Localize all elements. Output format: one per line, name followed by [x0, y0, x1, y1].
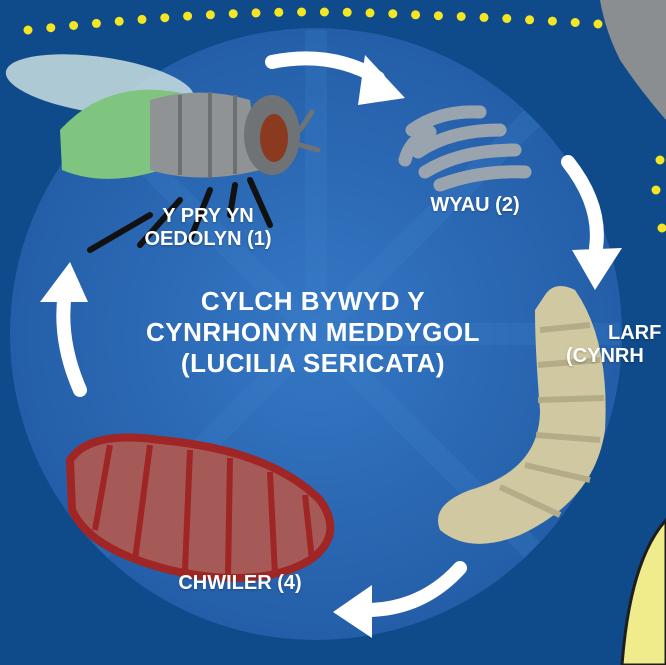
trail-dot: [457, 12, 466, 21]
trail-dot: [594, 20, 603, 29]
trail-dot: [388, 9, 397, 18]
trail-dot: [411, 10, 420, 19]
trail-dot: [571, 18, 580, 27]
trail-dot: [92, 19, 101, 28]
trail-dot: [366, 8, 375, 17]
trail-dot: [525, 15, 534, 24]
trail-dot: [548, 17, 557, 26]
stage-label-larva: LARF (CYNRH: [566, 322, 666, 368]
stage-label-adult-line1: Y PRY YN: [118, 205, 298, 228]
trail-dot: [229, 9, 238, 18]
trail-dot: [115, 17, 124, 26]
stage-label-adult: Y PRY YN OEDOLYN (1): [118, 205, 298, 251]
diagram-title-line2: CYNRHONYN MEDDYGOL: [88, 317, 538, 348]
trail-dot: [652, 186, 661, 195]
trail-dot: [658, 224, 666, 233]
stage-label-eggs: WYAU (2): [405, 194, 545, 217]
right-background-shape: [600, 0, 666, 120]
stage-label-adult-line2: OEDOLYN (1): [118, 228, 298, 251]
trail-dot: [206, 10, 215, 19]
trail-dot: [343, 8, 352, 17]
right-yellow-shape: [622, 520, 666, 665]
trail-dot: [252, 8, 261, 17]
stage-label-larva-line2: (CYNRH: [566, 345, 666, 368]
diagram-title-line3: (LUCILIA SERICATA): [88, 348, 538, 379]
trail-dot: [183, 12, 192, 21]
diagram-title-line1: CYLCH BYWYD Y: [88, 286, 538, 317]
trail-dot: [434, 11, 443, 20]
diagram-title: CYLCH BYWYD Y CYNRHONYN MEDDYGOL (LUCILI…: [88, 286, 538, 380]
stage-label-pupa: CHWILER (4): [150, 572, 330, 595]
trail-dot: [274, 8, 283, 17]
trail-dot: [297, 8, 306, 17]
trail-dot: [69, 21, 78, 30]
stage-label-larva-line1: LARF: [566, 322, 666, 345]
trail-dot: [320, 8, 329, 17]
trail-dot: [24, 26, 33, 35]
trail-dot: [656, 156, 665, 165]
trail-dot: [46, 23, 55, 32]
trail-dot: [480, 13, 489, 22]
trail-dot: [502, 14, 511, 23]
trail-dot: [138, 15, 147, 24]
trail-dot: [160, 13, 169, 22]
